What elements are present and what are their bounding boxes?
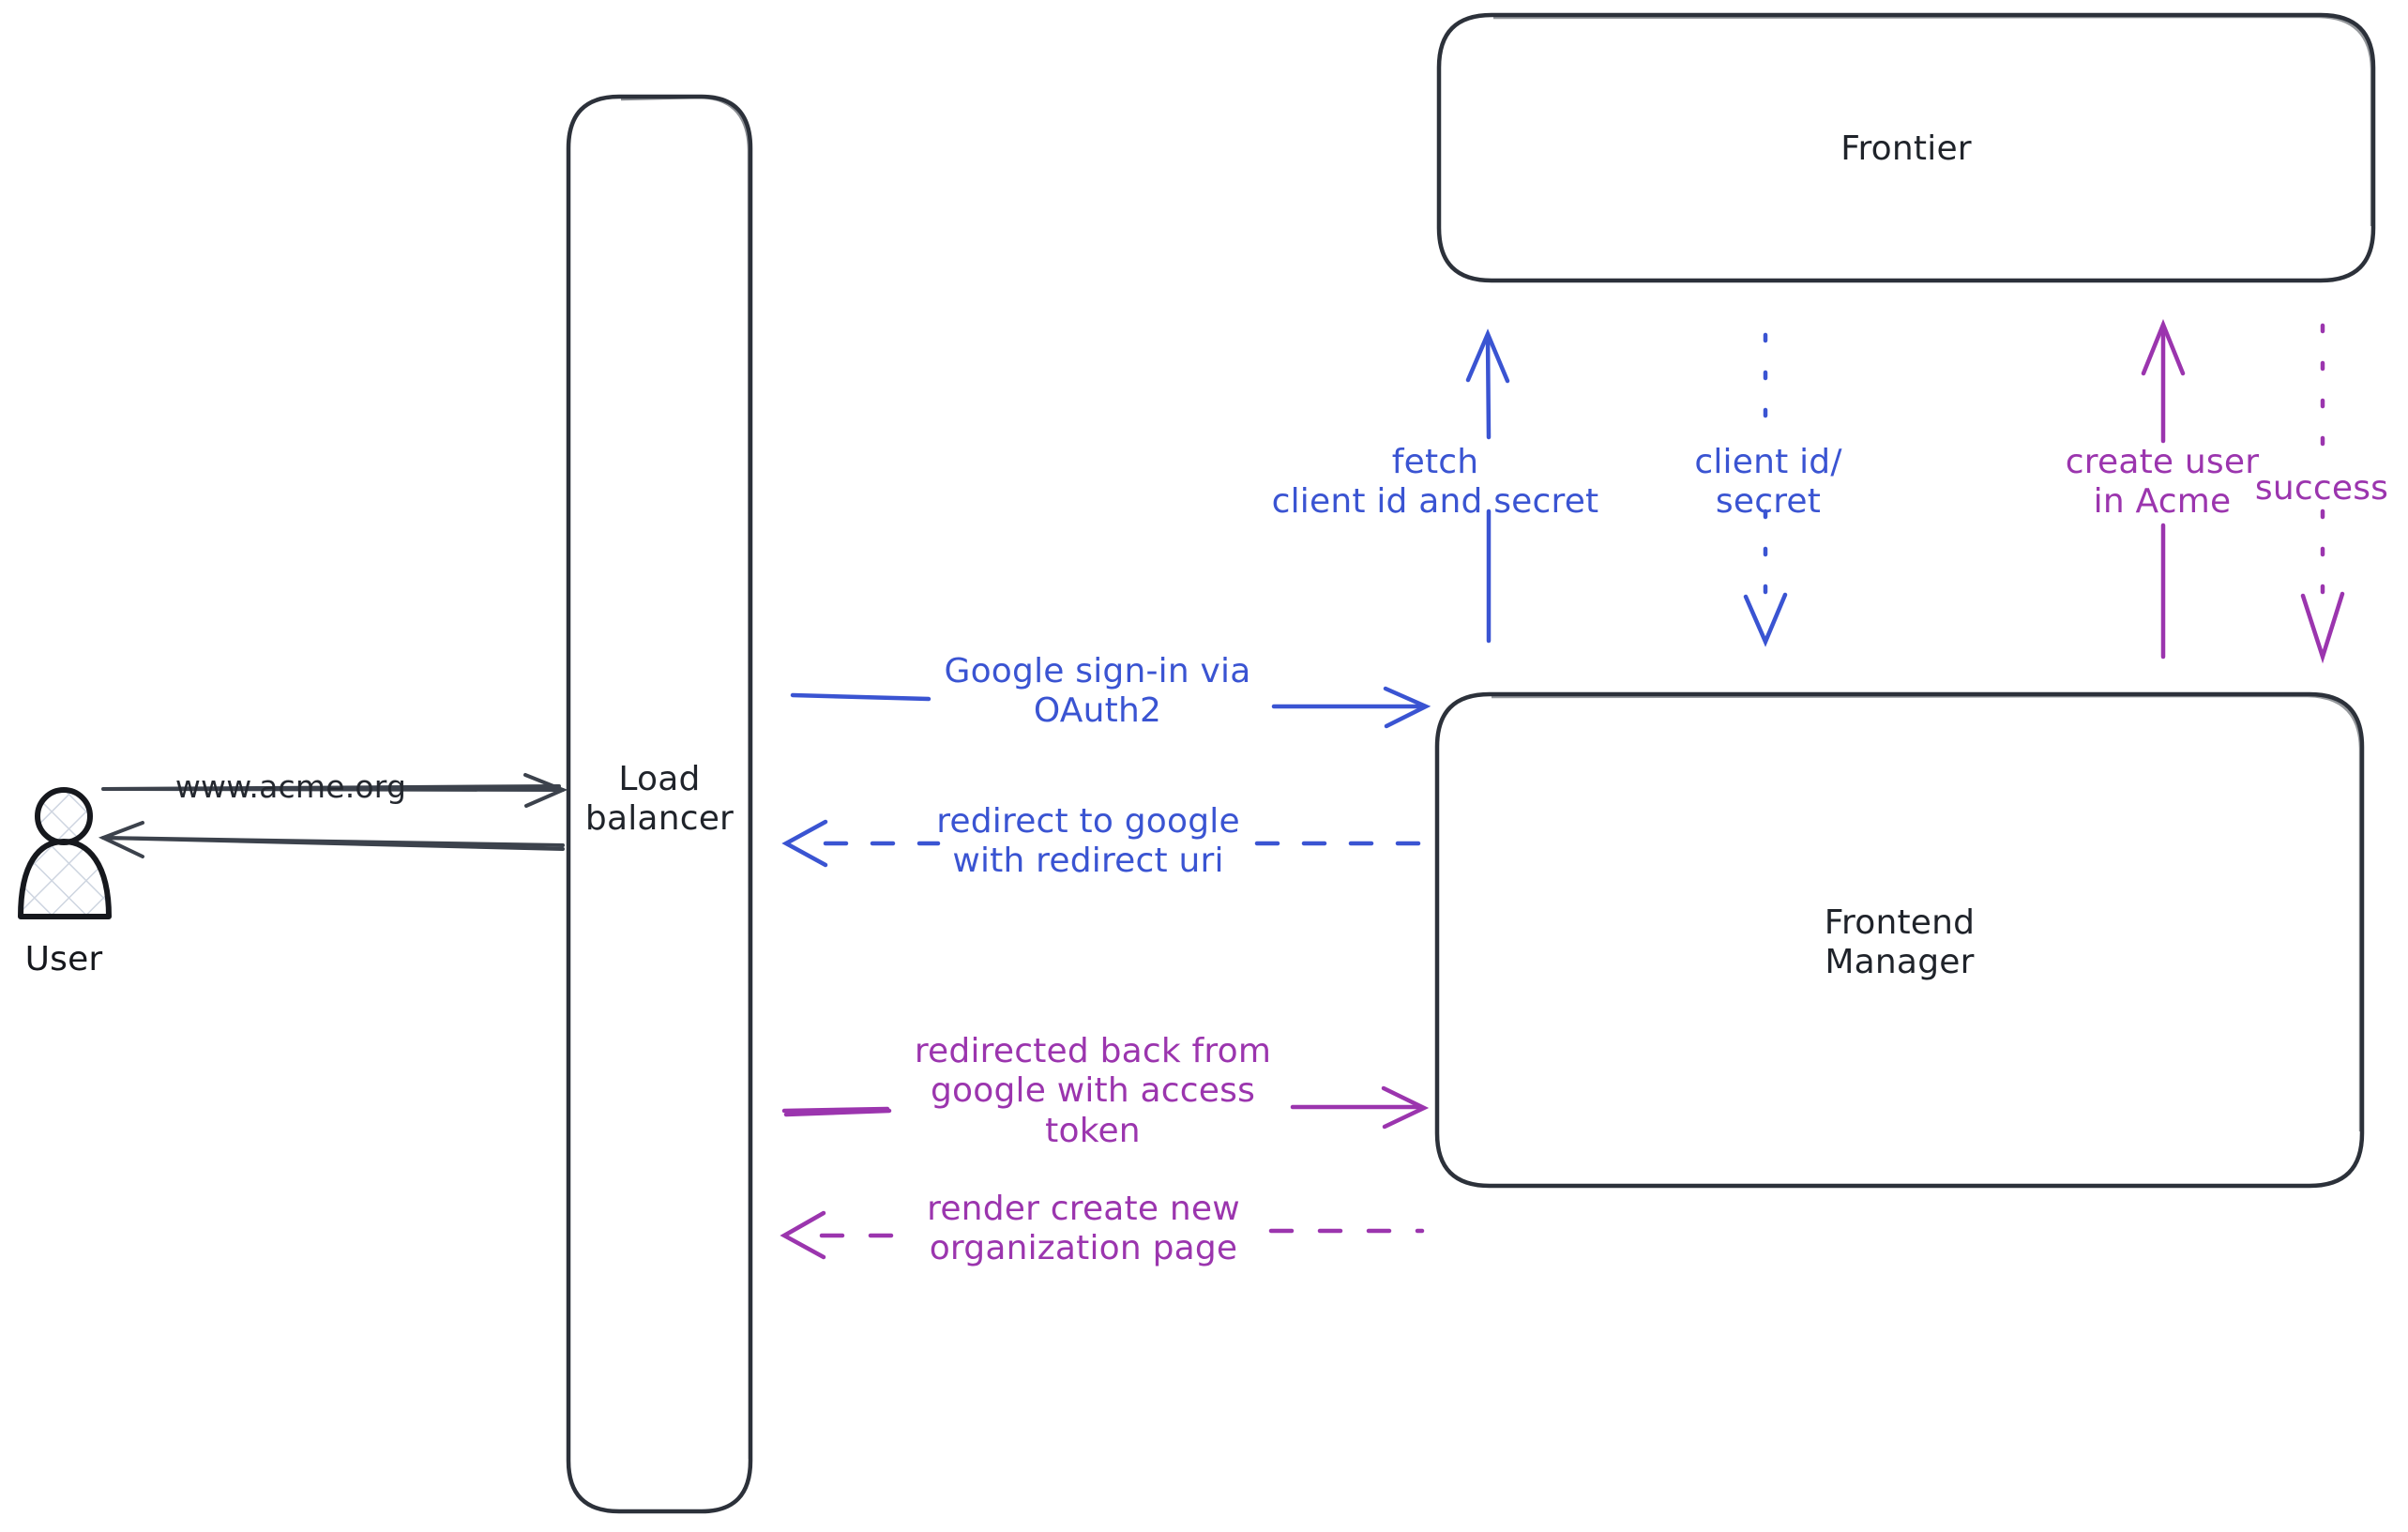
edge-label-render-create-org-page: render create new organization page	[927, 1190, 1240, 1268]
frontier-label: Frontier	[1840, 129, 1972, 168]
edge-label-create-user-in-acme: create user in Acme	[2065, 443, 2260, 522]
user-label: User	[24, 940, 103, 978]
edge-label-user-to-lb: www.acme.org	[174, 768, 407, 805]
edge-label-fetch-client-id-secret: fetch client id and secret	[1271, 443, 1599, 522]
edge-label-google-signin-oauth2: Google sign-in via OAuth2	[944, 652, 1251, 731]
edge-label-client-id-secret: client id/ secret	[1694, 443, 1842, 522]
frontend-manager-label: Frontend Manager	[1824, 903, 1976, 982]
edge-lb-to-user	[98, 821, 565, 858]
user-person-icon	[18, 787, 112, 919]
edge-label-redirected-back-token: redirected back from google with access …	[914, 1032, 1272, 1150]
edge-label-success: success	[2254, 469, 2389, 508]
edge-label-redirect-to-google: redirect to google with redirect uri	[936, 802, 1240, 881]
load-balancer-label: Load balancer	[584, 760, 735, 839]
